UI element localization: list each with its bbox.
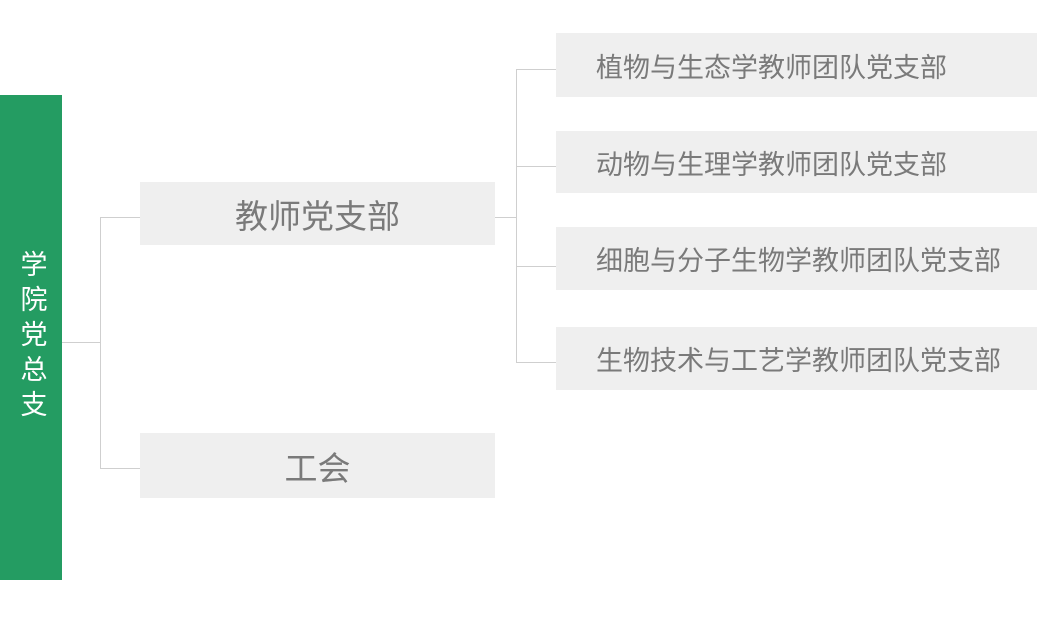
root-node: 学院党总支 (0, 95, 62, 580)
sub-branch-node-plant-ecology: 植物与生态学教师团队党支部 (556, 33, 1037, 97)
branch-node-union-label: 工会 (284, 449, 351, 487)
connector-union-stub-line (100, 468, 140, 469)
sub-branch-node-label: 生物技术与工艺学教师团队党支部 (596, 346, 1001, 376)
root-node-label: 学院党总支 (16, 250, 47, 425)
connector-teacher-stub-line (100, 217, 140, 218)
branch-node-teacher-label: 教师党支部 (235, 197, 400, 235)
branch-node-union: 工会 (140, 433, 495, 498)
branch-node-teacher: 教师党支部 (140, 182, 495, 245)
connector-sub1-stub-line (516, 69, 556, 70)
connector-right-vertical-line (516, 69, 517, 363)
sub-branch-node-label: 细胞与分子生物学教师团队党支部 (596, 246, 1001, 276)
connector-sub2-stub-line (516, 166, 556, 167)
sub-branch-node-animal-physiology: 动物与生理学教师团队党支部 (556, 131, 1037, 193)
connector-sub3-stub-line (516, 266, 556, 267)
sub-branch-node-label: 动物与生理学教师团队党支部 (596, 149, 947, 180)
sub-branch-node-biotech-technology: 生物技术与工艺学教师团队党支部 (556, 327, 1037, 390)
sub-branch-node-label: 植物与生态学教师团队党支部 (596, 52, 947, 83)
sub-branch-node-cell-molecular: 细胞与分子生物学教师团队党支部 (556, 227, 1037, 290)
connector-teacher-out-line (495, 217, 516, 218)
connector-left-vertical-line (100, 217, 101, 469)
connector-sub4-stub-line (516, 362, 556, 363)
connector-root-stub-line (62, 342, 100, 343)
